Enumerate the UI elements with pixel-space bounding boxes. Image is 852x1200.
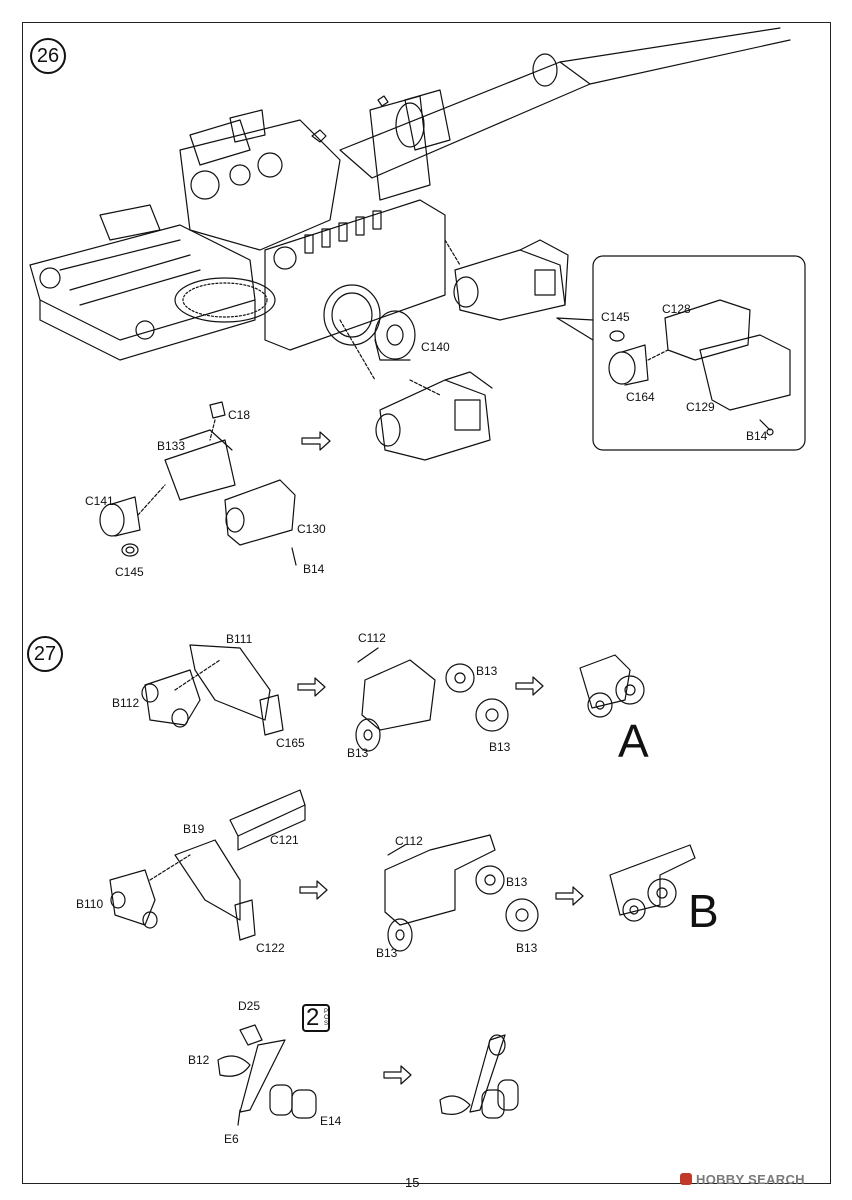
label-b13-a-left: B13	[347, 746, 369, 760]
arrow-27b-2	[555, 886, 584, 906]
arrow-26	[301, 431, 331, 451]
label-b19: B19	[183, 822, 205, 836]
row-a-parts	[141, 644, 284, 736]
label-c112-a: C112	[358, 631, 386, 645]
label-c129: C129	[686, 400, 715, 414]
label-b13-b-right: B13	[516, 941, 538, 955]
step26-subassembly	[99, 401, 297, 566]
detail-inset-box	[592, 255, 806, 451]
inset-assembly	[608, 299, 791, 436]
label-c128: C128	[662, 302, 691, 316]
label-b111: B111	[226, 632, 253, 646]
label-c164: C164	[626, 390, 655, 404]
arrow-27b-1	[299, 880, 328, 900]
row-b-wheels	[384, 834, 539, 952]
row-c-result	[439, 1034, 519, 1119]
label-b110: B110	[76, 897, 104, 911]
row-b-parts	[109, 789, 306, 941]
label-c145-inset: C145	[601, 310, 630, 324]
label-c122: C122	[256, 941, 285, 955]
gearbox-installed	[453, 239, 569, 321]
watermark-text: HOBBY SEARCH	[696, 1172, 805, 1187]
step-number-26: 26	[30, 38, 66, 74]
label-b13-b-left: B13	[376, 946, 398, 960]
label-b14-sub: B14	[303, 562, 325, 576]
label-b133: B133	[157, 439, 186, 453]
label-c18: C18	[228, 408, 251, 422]
label-e6: E6	[224, 1132, 239, 1146]
page-frame	[22, 22, 831, 1184]
result-label-b: B	[688, 885, 719, 937]
label-b13-a-right: B13	[489, 740, 511, 754]
watermark-logo-icon	[680, 1173, 692, 1185]
result-label-a: A	[618, 715, 649, 767]
row-c-parts	[217, 1024, 317, 1126]
arrow-27c	[383, 1065, 412, 1085]
label-c140: C140	[421, 340, 450, 354]
label-e14: E14	[320, 1114, 342, 1128]
row-a-wheels	[355, 647, 509, 752]
gearbox-assembled	[375, 371, 493, 461]
label-d25: D25	[238, 999, 261, 1013]
label-b13-a-top: B13	[476, 664, 498, 678]
page-number: 15	[405, 1175, 420, 1190]
label-b13-b-top: B13	[506, 875, 528, 889]
label-b12: B12	[188, 1053, 210, 1067]
row-a-result	[579, 654, 645, 718]
label-c141: C141	[85, 494, 114, 508]
row-b-result	[609, 844, 696, 922]
label-c121: C121	[270, 833, 299, 847]
quantity-unit: PCS	[324, 1009, 329, 1027]
quantity-number: 2	[306, 1004, 320, 1031]
label-c112-b: C112	[395, 834, 423, 848]
label-b14-inset: B14	[746, 429, 768, 443]
label-c130: C130	[297, 522, 326, 536]
quantity-badge: 2 PCS	[302, 1004, 330, 1032]
howitzer-main-assembly	[29, 27, 791, 381]
arrow-27a-2	[515, 676, 544, 696]
label-c145-sub: C145	[115, 565, 144, 579]
arrow-27a-1	[297, 677, 326, 697]
step-number-27: 27	[27, 636, 63, 672]
label-c165: C165	[276, 736, 305, 750]
label-b112: B112	[112, 696, 140, 710]
